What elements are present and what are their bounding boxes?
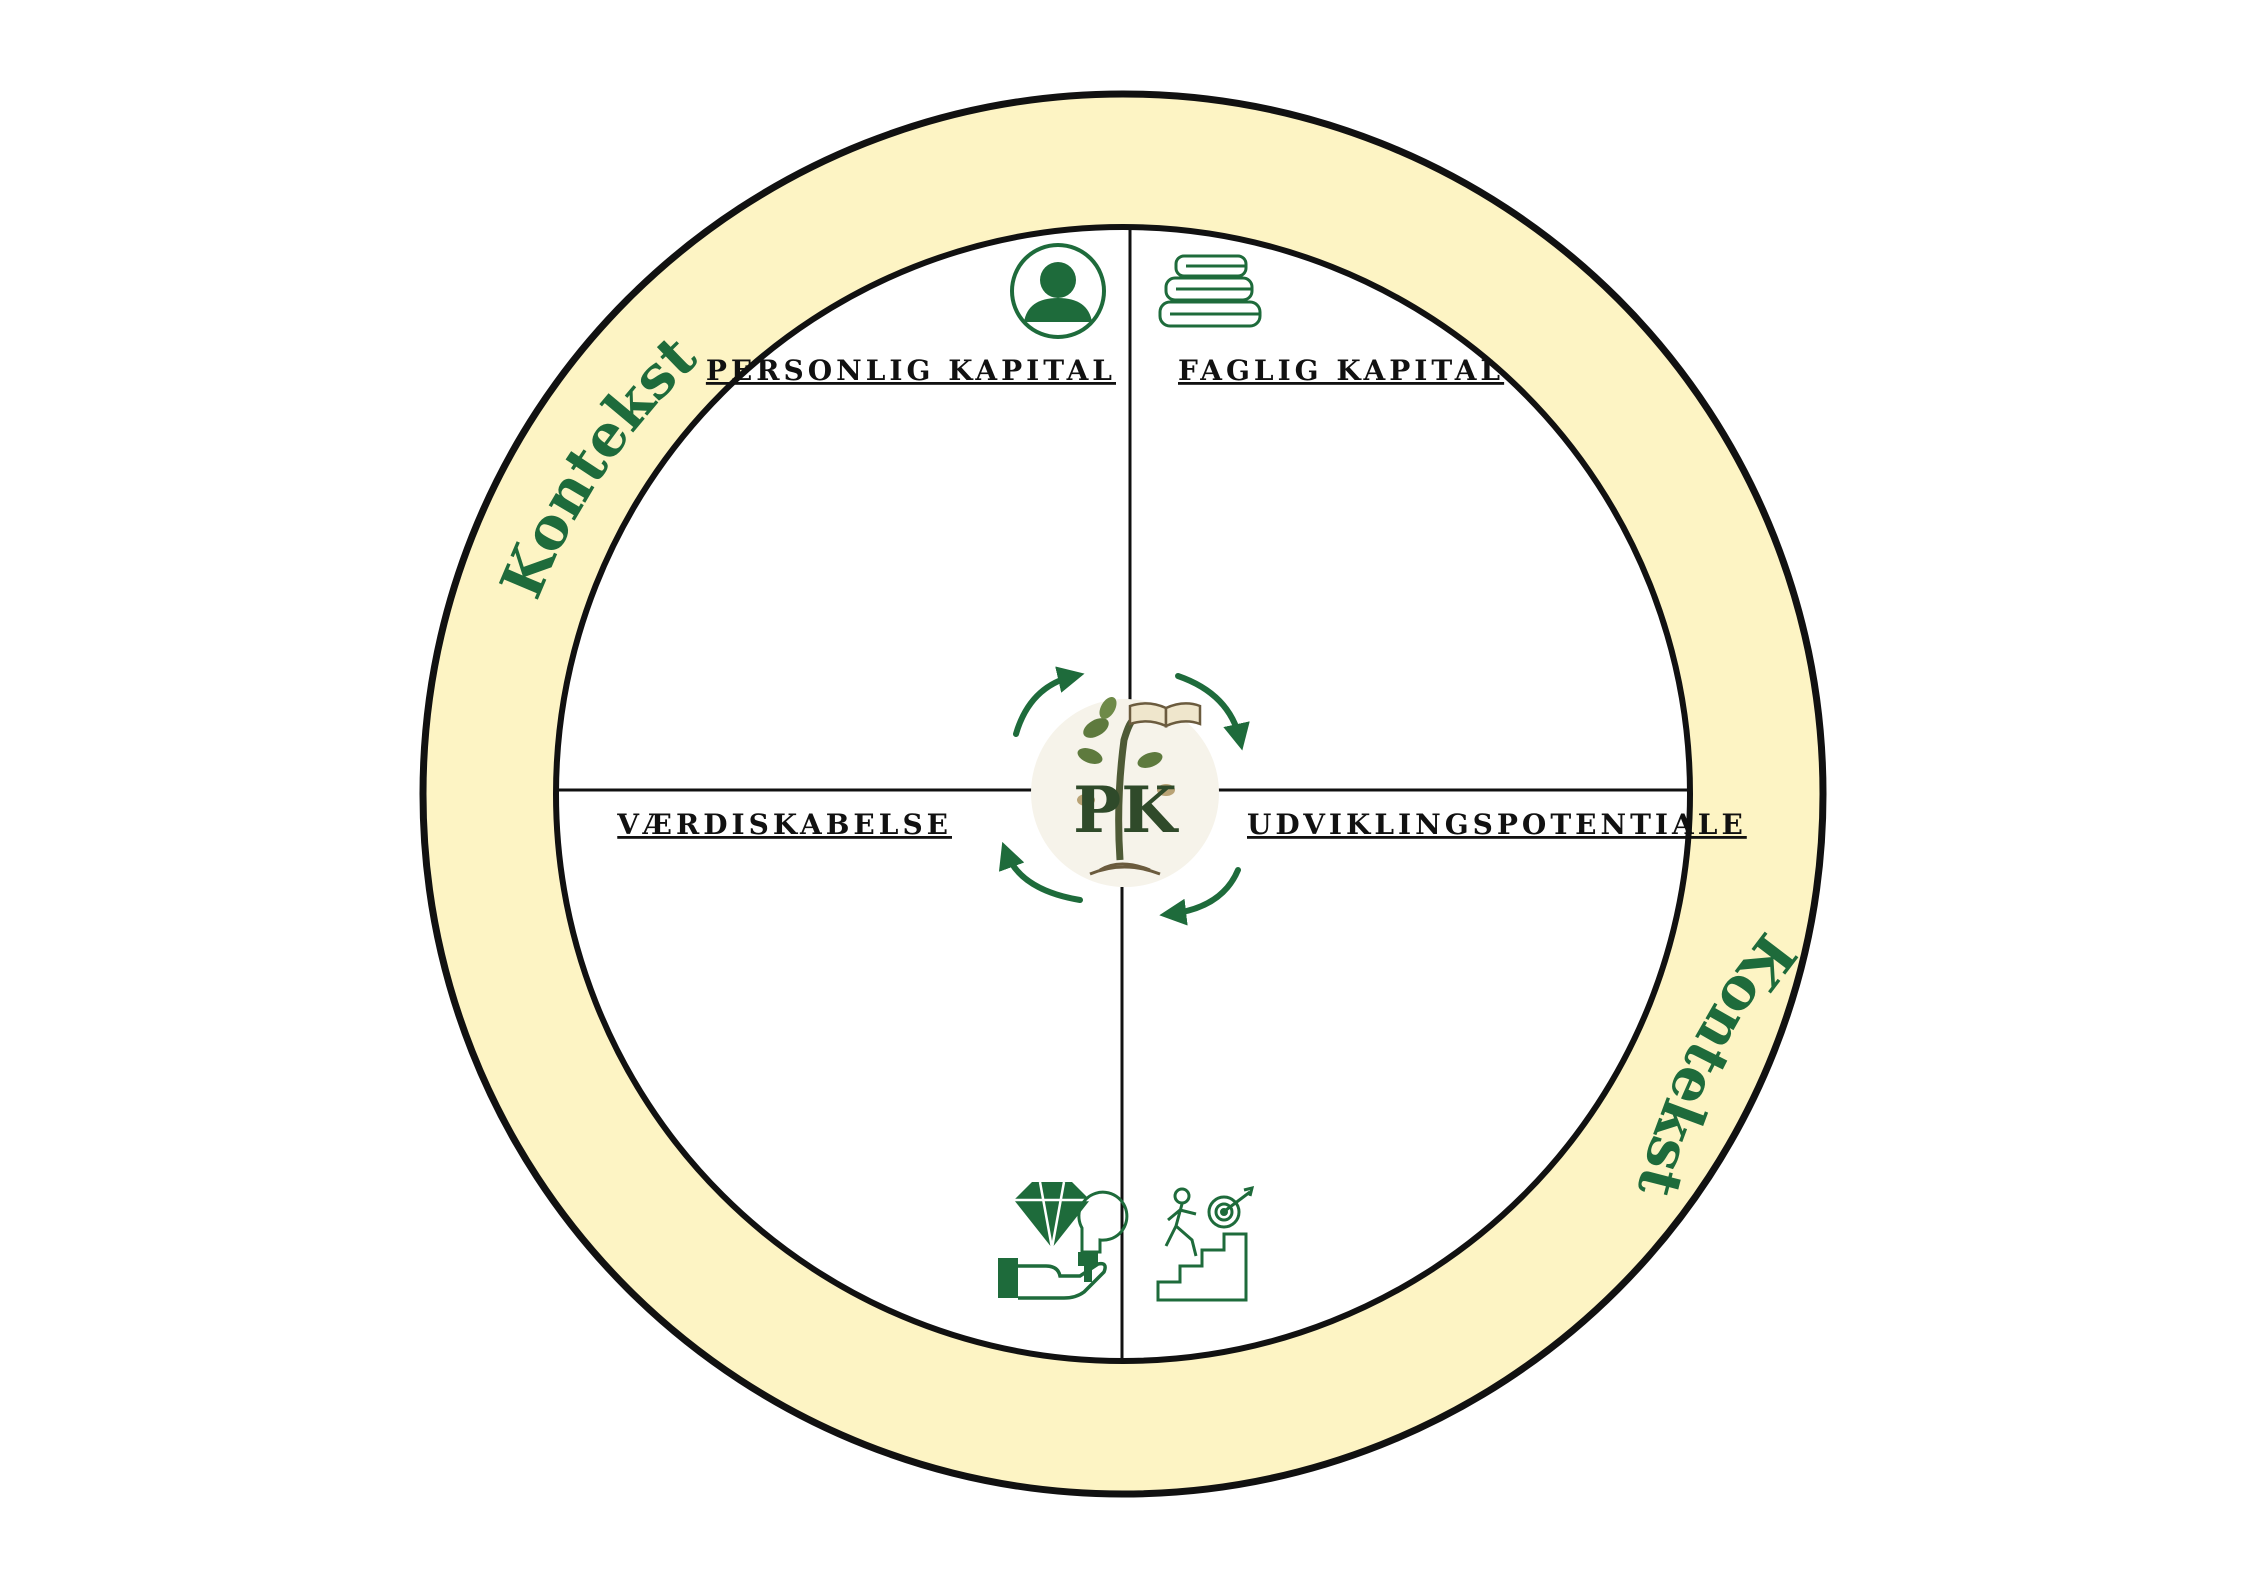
cycle-arrow-top-right [1175,673,1250,751]
cycle-arrows [998,666,1250,926]
person-icon [1010,243,1106,339]
cycle-arrow-top-left [1013,666,1085,737]
quadrant-label-udviklingspotentiale: UDVIKLINGSPOTENTIALE [1247,808,1747,841]
logo-monogram: PK [1073,773,1179,848]
quadrant-label-personlig-kapital: PERSONLIG KAPITAL [706,354,1116,387]
books-icon [1158,254,1262,328]
stairs-target-icon [1156,1185,1255,1302]
quadrant-label-faglig-kapital: FAGLIG KAPITAL [1178,354,1504,387]
cycle-arrow-bottom-left [998,841,1083,903]
cycle-arrow-bottom-right [1159,867,1241,926]
quadrant-label-vaerdiskabelse: VÆRDISKABELSE [616,808,952,841]
diamond-idea-hand-icon [998,1181,1129,1300]
tree-book-logo: PK [1031,697,1219,887]
